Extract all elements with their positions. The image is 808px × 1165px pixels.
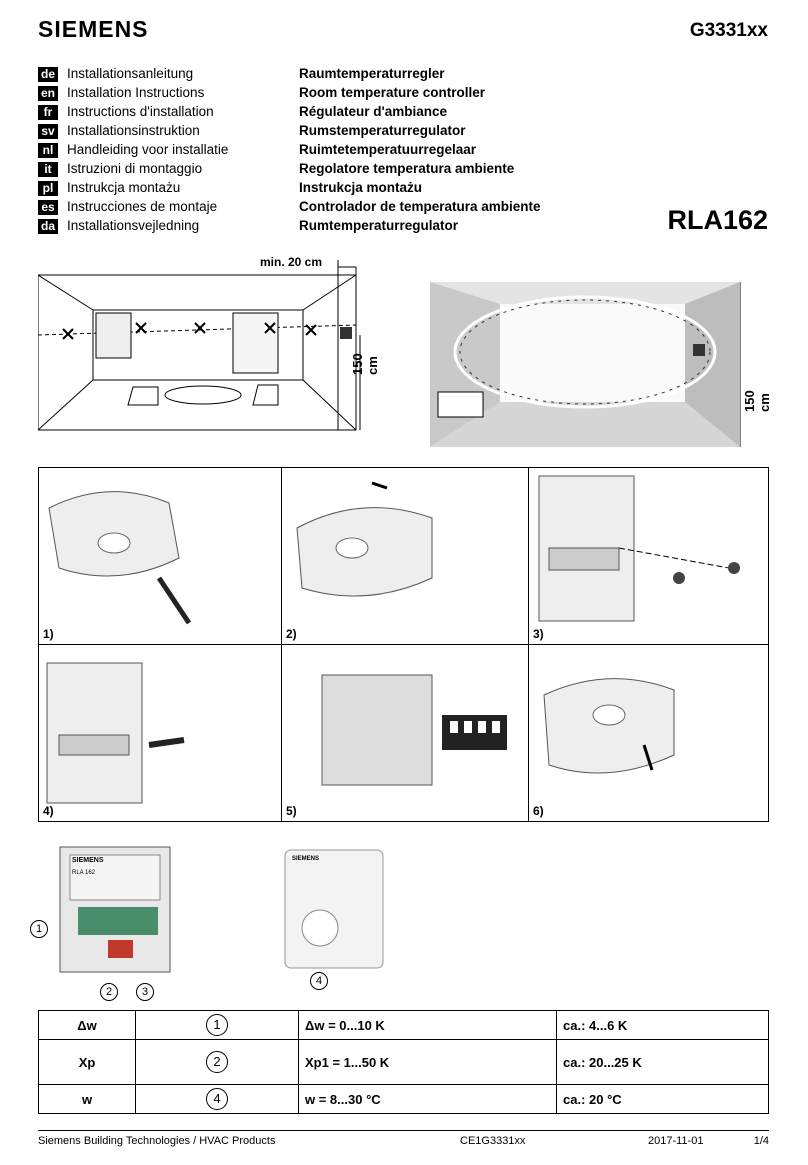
dip-switch-illustration [321,674,507,786]
device-brand: SIEMENS [72,857,104,864]
device-front-brand: SIEMENS [292,856,320,862]
product-title: Regolatore temperatura ambiente [299,161,515,176]
default-value: ca.: 20...25 K [556,1039,769,1085]
language-code: nl [38,143,58,158]
mounting-room-illustration: min. 20 cm 150 cm [37,255,380,435]
room-drawing [37,260,361,431]
document-id: G3331xx [689,20,768,41]
circulation-drawing [429,281,741,448]
product-title: Controlador de temperatura ambiente [299,199,541,214]
product-title: Rumtemperaturregulator [299,218,459,233]
footer-code: CE1G3331xx [460,1135,526,1147]
air-circulation-illustration: 150 cm [429,281,772,448]
page-footer: Siemens Building Technologies / HVAC Pro… [38,1130,769,1147]
language-code: de [38,67,58,82]
instruction-label: Installation Instructions [67,85,205,100]
language-row-es: es Instrucciones de montaje Controlador … [38,199,598,217]
device-inside-view: SIEMENS RLA 162 1 2 3 [30,845,180,1005]
step-1-panel: 1) [38,467,282,645]
language-row-en: en Installation Instructions Room temper… [38,85,598,103]
setting-range: Δw = 0...10 K [298,1010,557,1040]
product-title: Raumtemperaturregler [299,66,445,81]
height-label-right: 150 cm [742,390,772,412]
model-number: RLA162 [667,205,768,235]
remove-cover-illustration [48,491,192,625]
settings-table: Δw 1 Δw = 0...10 K ca.: 4...6 K Xp 2 Xp1… [38,1010,769,1114]
instruction-label: Installationsvejledning [67,218,200,233]
product-title: Rumstemperaturregulator [299,123,466,138]
table-row: w 4 w = 8...30 °C ca.: 20 °C [38,1084,769,1114]
product-title: Régulateur d'ambiance [299,104,447,119]
ref-circle: 1 [206,1014,228,1036]
footer-page: 1/4 [753,1135,769,1147]
language-code: es [38,200,58,215]
table-row: Xp 2 Xp1 = 1...50 K ca.: 20...25 K [38,1039,769,1085]
step-label: 4) [43,804,54,818]
default-value: ca.: 4...6 K [556,1010,769,1040]
symbol-w: w [38,1084,136,1114]
language-code: en [38,86,58,101]
default-value: ca.: 20 °C [556,1084,769,1114]
language-row-nl: nl Handleiding voor installatie Ruimtete… [38,142,598,160]
device-pcb-drawing [59,846,171,973]
min-distance-label: min. 20 cm [260,255,323,269]
step-5-panel: 5) [281,644,529,822]
wiring-illustration [46,662,185,804]
step-3-panel: 3) [528,467,769,645]
language-code: fr [38,105,58,120]
device-front-drawing [284,849,384,969]
instruction-label: Installationsanleitung [67,66,194,81]
language-row-fr: fr Instructions d'installation Régulateu… [38,104,598,122]
step-label: 1) [43,627,54,641]
language-code: it [38,162,58,177]
language-row-de: de Installationsanleitung Raumtemperatur… [38,66,598,84]
setting-range: w = 8...30 °C [298,1084,557,1114]
step-2-panel: 2) [281,467,529,645]
step-label: 3) [533,627,544,641]
ref-circle: 4 [206,1088,228,1110]
language-row-da: da Installationsvejledning Rumtemperatur… [38,218,598,236]
instruction-label: Instrucciones de montaje [67,199,218,214]
height-label-left: 150 cm [350,353,380,375]
language-code: da [38,219,58,234]
callout-3: 3 [136,983,154,1001]
language-row-sv: sv Installationsinstruktion Rumstemperat… [38,123,598,141]
language-code: sv [38,124,58,139]
siemens-logo: SIEMENS [38,16,149,42]
attach-cover-illustration [543,678,675,774]
step-label: 6) [533,804,544,818]
ref-circle: 2 [206,1051,228,1073]
device-model-label: RLA 162 [72,870,96,876]
setting-range: Xp1 = 1...50 K [298,1039,557,1085]
instruction-label: Installationsinstruktion [67,123,200,138]
footer-company: Siemens Building Technologies / HVAC Pro… [38,1135,276,1147]
symbol-dw: Δw [38,1010,136,1040]
product-title: Ruimtetemperatuurregelaar [299,142,477,157]
instruction-label: Instrukcja montażu [67,180,181,195]
callout-4: 4 [310,972,328,990]
installation-steps: 1) 2) 3) 4) [38,467,769,822]
step-label: 2) [286,627,297,641]
product-title: Instrukcja montażu [299,180,423,195]
instruction-label: Istruzioni di montaggio [67,161,203,176]
product-title: Room temperature controller [299,85,486,100]
device-front-view: SIEMENS 4 [280,848,390,993]
lift-cover-illustration [296,481,433,597]
callout-2: 2 [100,983,118,1001]
table-row: Δw 1 Δw = 0...10 K ca.: 4...6 K [38,1010,769,1040]
language-code: pl [38,181,58,196]
language-row-it: it Istruzioni di montaggio Regolatore te… [38,161,598,179]
instruction-label: Handleiding voor installatie [67,142,229,157]
footer-date: 2017-11-01 [648,1135,704,1147]
symbol-xp: Xp [38,1039,136,1085]
step-6-panel: 6) [528,644,769,822]
wall-screw-illustration [538,475,740,622]
instruction-label: Instructions d'installation [67,104,214,119]
language-row-pl: pl Instrukcja montażu Instrukcja montażu [38,180,598,198]
callout-1: 1 [30,920,48,938]
step-label: 5) [286,804,297,818]
step-4-panel: 4) [38,644,282,822]
